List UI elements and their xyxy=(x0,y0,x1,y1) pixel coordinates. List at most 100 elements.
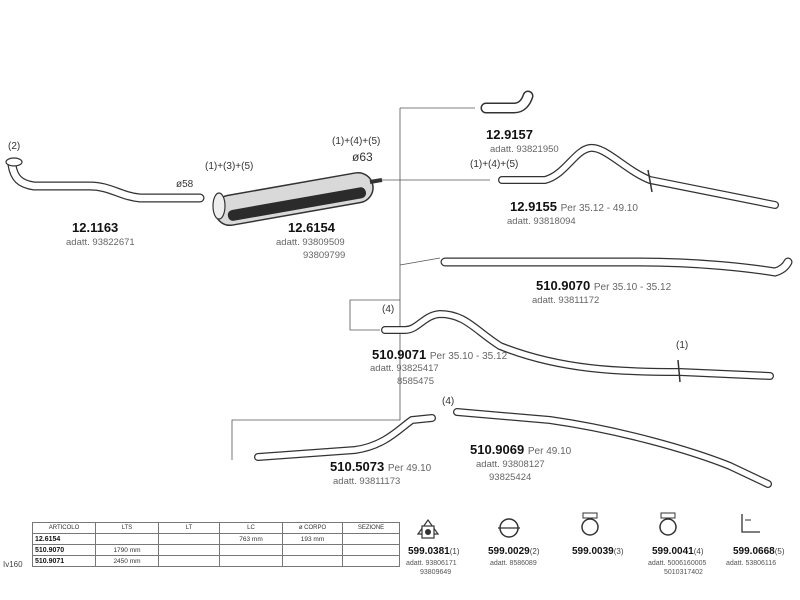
pipe-12-1163-outline xyxy=(7,160,205,203)
per-label: Per 35.10 - 35.12 xyxy=(593,282,672,293)
column-header: LT xyxy=(158,522,220,534)
clamp-adatt: adatt. 53806116 xyxy=(726,560,777,567)
clamp-ref: (1) xyxy=(449,547,460,556)
mounting-bracket-icon xyxy=(741,514,760,533)
clamp-adatt: adatt. 8586089 xyxy=(490,560,537,567)
table-cell xyxy=(95,533,159,545)
table-cell xyxy=(158,555,220,567)
table-row: 12.6154 763 mm 193 mm xyxy=(32,533,400,545)
part-code[interactable]: 12.6154 xyxy=(288,220,335,235)
table-cell xyxy=(158,533,220,545)
per-label: Per 35.12 - 49.10 xyxy=(560,203,638,214)
table-cell: 510.9070 xyxy=(32,544,96,556)
part-code[interactable]: 510.9069 Per 49.10 xyxy=(470,443,571,457)
ref-label: (4) xyxy=(442,396,455,407)
part-code[interactable]: 12.9155 Per 35.12 - 49.10 xyxy=(510,200,638,214)
pipe-510-9069-body xyxy=(454,409,771,487)
clamp-adatt: 93809649 xyxy=(420,569,452,576)
diameter-label: ø63 xyxy=(352,150,373,164)
pipe-510-9070[interactable] xyxy=(440,257,793,277)
adatt-label: adatt. 93821950 xyxy=(490,144,559,155)
ref-label: (1)+(4)+(5) xyxy=(470,159,519,170)
table-cell: 510.9071 xyxy=(32,555,96,567)
table-cell: 193 mm xyxy=(282,533,343,545)
table-cell: 763 mm xyxy=(219,533,283,545)
part-code-text: 510.9070 xyxy=(536,278,591,293)
column-header: LC xyxy=(219,522,283,534)
pipe-510-9070-body xyxy=(441,258,792,276)
pipe-clamp-icon xyxy=(659,512,677,536)
pipe-12-1163-body xyxy=(8,161,204,202)
clamp-code-text: 599.0029 xyxy=(488,546,530,557)
part-code[interactable]: 510.9071 Per 35.10 - 35.12 xyxy=(372,348,507,362)
pipe-clamp-icon xyxy=(581,512,599,536)
adatt-label: adatt. 93811172 xyxy=(532,295,600,306)
clamp-code[interactable]: 599.0381(1) xyxy=(408,547,460,557)
leader-510-9071 xyxy=(349,299,400,331)
group-connector-line xyxy=(231,108,401,460)
part-code[interactable]: 510.9070 Per 35.10 - 35.12 xyxy=(536,279,671,293)
pipe-510-9069[interactable] xyxy=(453,408,772,488)
part-code[interactable]: 12.1163 xyxy=(72,220,119,235)
pipe-12-1163[interactable] xyxy=(5,157,205,203)
per-label: Per 49.10 xyxy=(387,463,432,474)
table-cell xyxy=(219,555,283,567)
table-cell xyxy=(342,555,400,567)
adatt-label: 93825424 xyxy=(489,472,532,483)
clamp-adatt: adatt. 5006160005 xyxy=(648,560,707,567)
clamp-code-text: 599.0041 xyxy=(652,546,694,557)
table-header-row: ARTICOLO LTS LT LC ø CORPO SEZIONE xyxy=(32,522,400,534)
clamp-code[interactable]: 599.0041(4) xyxy=(652,547,704,557)
table-cell: 12.6154 xyxy=(32,533,96,545)
pipe-510-9071-bracket xyxy=(677,359,681,383)
table-row: 510.9071 2450 mm xyxy=(32,555,400,567)
clamp-ref: (4) xyxy=(693,547,704,556)
pipe-12-9157-body xyxy=(482,92,532,112)
muffler-12-6154[interactable] xyxy=(212,170,383,227)
pipe-510-9071[interactable] xyxy=(381,309,774,383)
adatt-label: adatt. 93818094 xyxy=(507,216,576,227)
table-cell xyxy=(282,555,343,567)
adatt-label: adatt. 93808127 xyxy=(476,459,545,470)
clamp-ref: (2) xyxy=(529,547,540,556)
table-cell xyxy=(342,544,400,556)
per-label: Per 35.10 - 35.12 xyxy=(429,351,508,362)
pipe-12-9155[interactable] xyxy=(498,143,779,209)
table-cell xyxy=(158,544,220,556)
clamp-code[interactable]: 599.0668(5) xyxy=(733,547,785,557)
table-cell xyxy=(342,533,400,545)
adatt-label: adatt. 93809509 xyxy=(276,237,345,248)
dimensions-table: ARTICOLO LTS LT LC ø CORPO SEZIONE 12.61… xyxy=(32,522,400,567)
clamp-code[interactable]: 599.0039(3) xyxy=(572,547,624,557)
muffler-end-cap xyxy=(212,192,226,220)
pipe-510-5073[interactable] xyxy=(254,414,436,461)
table-cell: 2450 mm xyxy=(95,555,159,567)
ref-label: (1)+(4)+(5) xyxy=(332,136,381,147)
clamp-ref: (5) xyxy=(774,547,785,556)
part-code-text: 510.9069 xyxy=(470,442,525,457)
part-code[interactable]: 12.9157 xyxy=(486,127,533,142)
table-cell xyxy=(282,544,343,556)
adatt-label: adatt. 93822671 xyxy=(66,237,135,248)
table-cell: 1790 mm xyxy=(95,544,159,556)
leader-510-9070 xyxy=(399,257,441,266)
column-header: ø CORPO xyxy=(282,522,343,534)
column-header: SEZIONE xyxy=(342,522,400,534)
leader-lines xyxy=(231,107,490,460)
ref-label: (1) xyxy=(676,340,689,351)
pipe-12-1163-flange xyxy=(5,157,23,167)
part-code-text: 12.9155 xyxy=(510,199,557,214)
column-header: LTS xyxy=(95,522,159,534)
clamp-code[interactable]: 599.0029(2) xyxy=(488,547,540,557)
pipe-12-9157[interactable] xyxy=(480,90,534,114)
pipe-12-9155-bracket xyxy=(647,169,653,193)
pipe-510-9071-body xyxy=(382,311,773,379)
adatt-label: 93809799 xyxy=(303,250,346,261)
part-code[interactable]: 510.5073 Per 49.10 xyxy=(330,460,431,474)
pipe-510-5073-body xyxy=(255,415,435,460)
part-code-text: 510.9071 xyxy=(372,347,427,362)
clamp-code-text: 599.0381 xyxy=(408,546,450,557)
per-label: Per 49.10 xyxy=(527,446,572,457)
